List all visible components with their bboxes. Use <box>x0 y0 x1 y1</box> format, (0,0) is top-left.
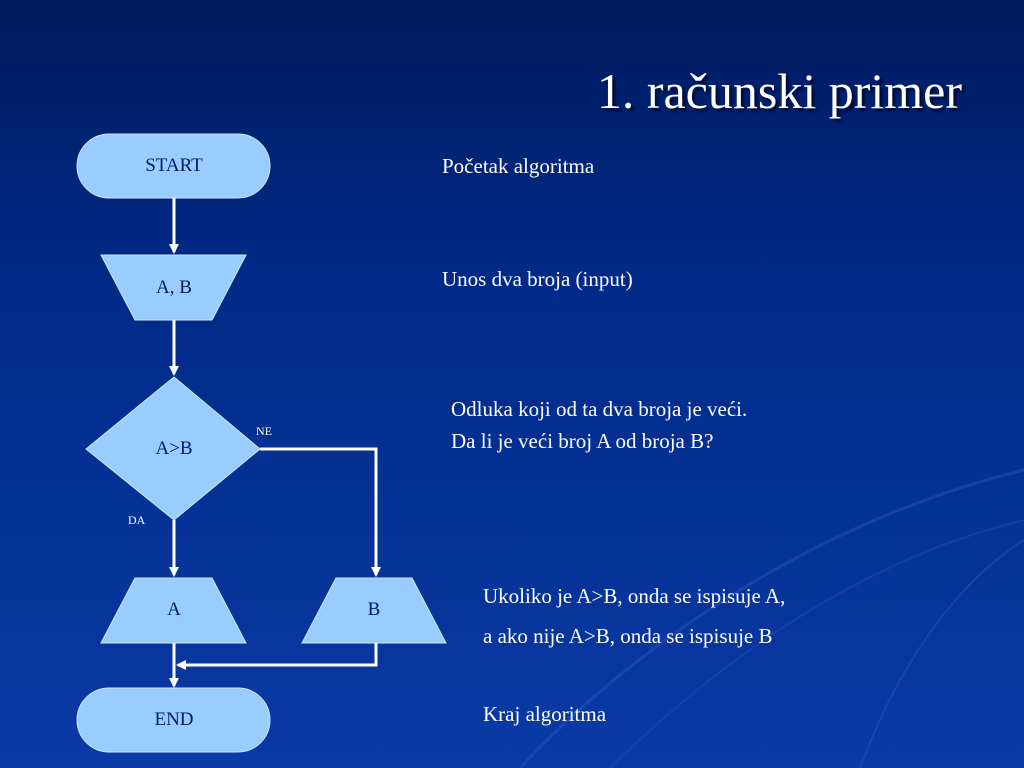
start-label: START <box>145 155 203 176</box>
output-b-shape <box>301 577 447 644</box>
output-a-label: A <box>167 599 181 620</box>
description-decision-line1: Odluka koji od ta dva broja je veći. <box>451 397 748 421</box>
description-decision: Odluka koji od ta dva broja je veći. Da … <box>451 393 747 457</box>
output-a-shape <box>100 577 247 644</box>
end-label: END <box>154 709 194 730</box>
description-output-line1: Ukoliko je A>B, onda se ispisuje A, <box>483 584 786 608</box>
arrow-b-to-merge <box>176 642 378 670</box>
decision-diamond <box>85 376 261 521</box>
description-decision-line2: Da li je veći broj A od broja B? <box>451 429 714 453</box>
decision-label: A>B <box>155 438 193 459</box>
yes-branch-label: DA <box>128 513 146 527</box>
arrow-decision-no-to-b <box>260 447 381 577</box>
slide-title: 1. računski primer <box>596 63 962 119</box>
description-output: Ukoliko je A>B, onda se ispisuje A, a ak… <box>483 576 785 656</box>
end-terminal <box>76 687 271 753</box>
start-terminal <box>76 133 271 199</box>
description-output-line2: a ako nije A>B, onda se ispisuje B <box>483 624 773 648</box>
description-input: Unos dva broja (input) <box>442 267 633 291</box>
input-label: A, B <box>156 277 192 298</box>
description-end: Kraj algoritma <box>483 702 607 726</box>
output-b-label: B <box>367 599 381 620</box>
no-branch-label: NE <box>256 424 272 438</box>
input-parallelogram <box>100 254 247 321</box>
description-start: Početak algoritma <box>442 154 595 178</box>
